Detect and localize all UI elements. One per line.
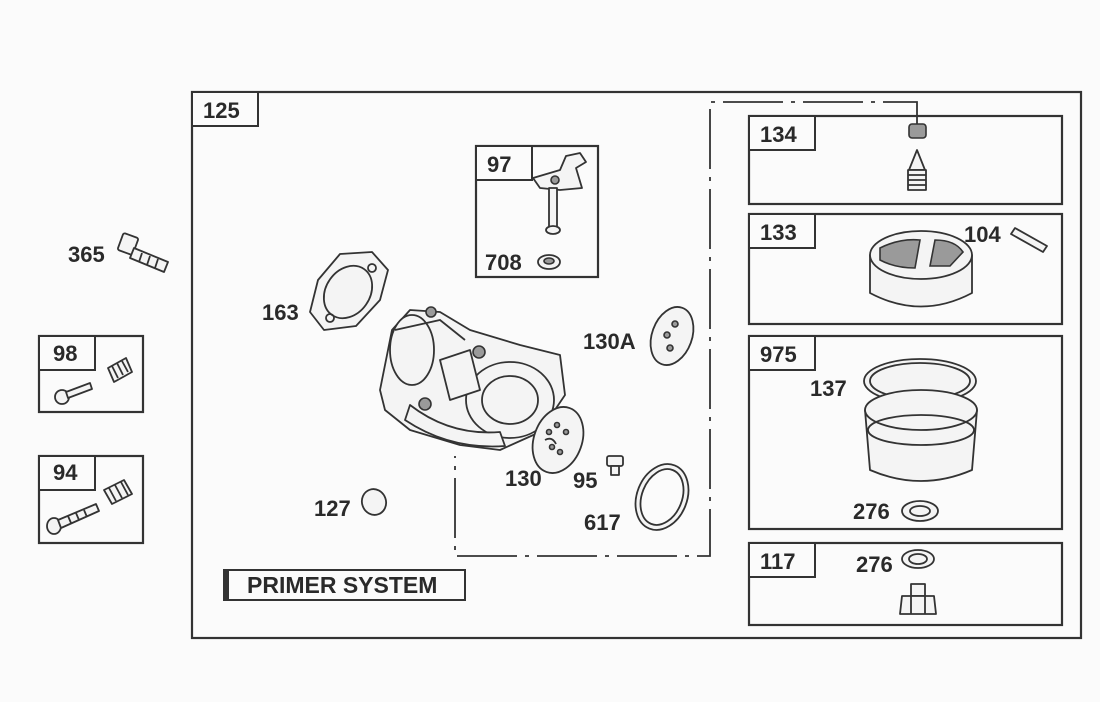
spring-94-part [103,479,133,505]
gasket-163-part [309,251,389,331]
frame-134 [747,114,1064,206]
label-104: 104 [964,222,1001,247]
label-617: 617 [584,510,621,535]
spring-98-part [107,357,133,383]
box-94: 94 [37,454,145,545]
bowl-nut-part [899,583,937,615]
box-117: 117 276 [747,541,1064,627]
washer-276-nut-part [901,549,935,569]
tag-box-125 [191,91,259,127]
float-bowl-part [863,358,978,482]
tag-box-98 [38,335,96,371]
tag-box-134 [748,115,816,151]
label-125: 125 [203,98,240,123]
box-133: 133 104 [747,212,1064,326]
assembly-bracket-line [454,101,918,557]
frame-97 [474,144,600,279]
label-94: 94 [53,460,78,485]
diaphragm-130A-part [649,306,695,366]
label-163: 163 [262,300,299,325]
primer-system-bar [224,570,229,600]
tag-box-97 [475,145,533,181]
tag-box-133 [748,213,816,249]
screw-95-part [606,455,624,476]
label-130A: 130A [583,329,636,354]
label-134: 134 [760,122,797,147]
primer-lever-part [532,152,587,235]
label-97: 97 [487,152,511,177]
label-133: 133 [760,220,797,245]
needle-valve-part [907,123,927,191]
label-708: 708 [485,250,522,275]
bolt-365-part [117,232,169,273]
label-130: 130 [505,466,542,491]
washer-708-part [537,254,561,270]
carburetor-body-part [379,306,566,451]
tag-box-117 [748,542,816,578]
label-276-bowl: 276 [853,499,890,524]
float-part [869,230,973,308]
label-975: 975 [760,342,797,367]
primer-system-label: PRIMER SYSTEM [247,572,437,598]
plug-127-part [360,488,388,516]
box-98: 98 [37,334,145,414]
primer-system-banner: PRIMER SYSTEM [223,569,466,601]
label-127: 127 [314,496,351,521]
label-276-nut: 276 [856,552,893,577]
box-975: 975 137 276 [747,334,1064,531]
washer-276-bowl-part [901,500,939,522]
box-97: 97 708 [474,144,600,279]
plate-130-part [531,406,585,474]
tag-box-94 [38,455,96,491]
screw-94-part [46,503,100,535]
o-ring-617-part [634,463,690,531]
pin-104-part [1010,227,1048,253]
label-95: 95 [573,468,597,493]
frame-975 [747,334,1064,531]
frame-117 [747,541,1064,627]
tag-box-975 [748,335,816,371]
screw-98-part [54,382,93,405]
frame-133 [747,212,1064,326]
label-365: 365 [68,242,105,267]
label-137: 137 [810,376,847,401]
box-134: 134 [747,114,1064,206]
main-frame-125 [190,90,1083,640]
label-98: 98 [53,341,77,366]
label-117: 117 [760,549,796,574]
